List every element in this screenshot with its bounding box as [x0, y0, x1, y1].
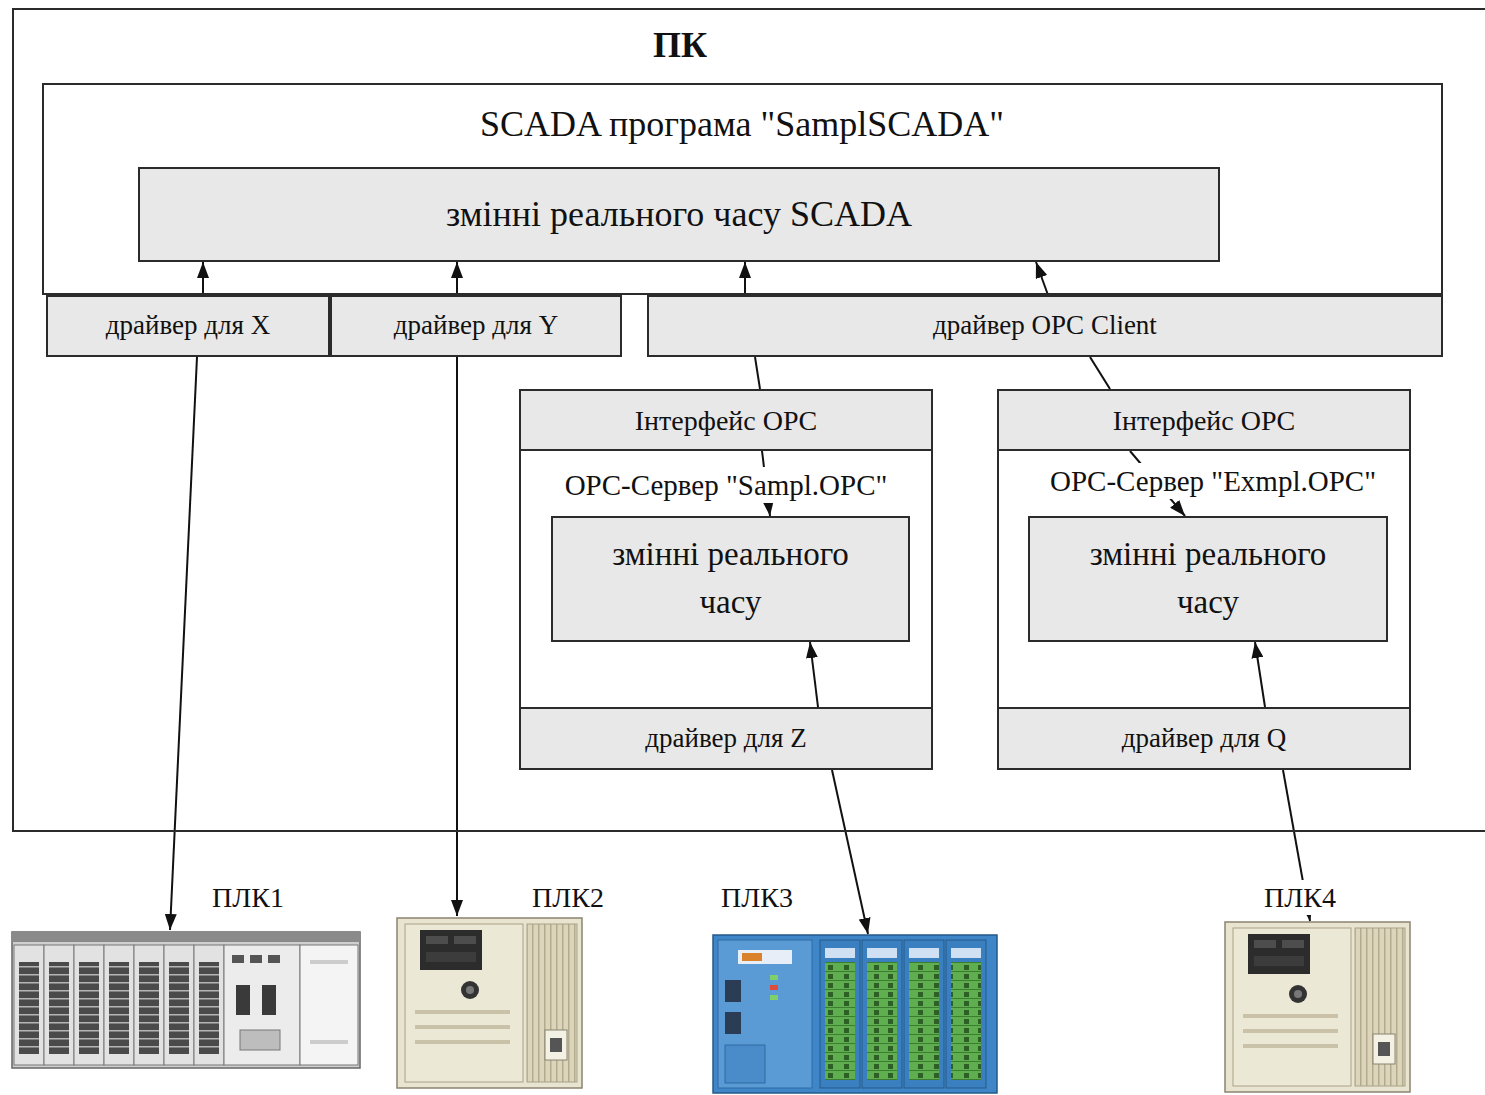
opc-server-box: OPC-Сервер "Sampl.OPC" Інтерфейс OPC змінн…	[519, 389, 933, 770]
node-label: ПЛК4	[1261, 880, 1339, 915]
node-label: OPC-Сервер "Sampl.OPC"	[562, 467, 891, 503]
node-label: ПЛК1	[209, 880, 287, 915]
plc1-illustration	[12, 932, 360, 1068]
opc-server-box: OPC-Сервер "Exmpl.OPC" Інтерфейс OPC змінн…	[997, 389, 1411, 770]
node-label: ПК	[653, 23, 707, 68]
node-label: драйвер для Z	[645, 722, 806, 756]
scada-variables-box: змінні реального часу SCADA	[138, 167, 1220, 262]
plc2-illustration	[397, 918, 582, 1088]
connector-arrow	[744, 262, 746, 295]
server-variables-box: змінні реального часу	[551, 516, 910, 642]
node-label: змінні реального часу SCADA	[446, 192, 912, 237]
opc-client-driver-box: драйвер OPC Client	[647, 295, 1443, 357]
node-label: драйвер для Q	[1122, 722, 1286, 756]
connector-arrow	[810, 642, 818, 707]
driver-box: драйвер для X	[46, 295, 330, 357]
connector-arrow	[1255, 642, 1265, 707]
node-label: ПЛК2	[529, 880, 607, 915]
node-label: ПЛК3	[718, 880, 796, 915]
connector-arrow	[456, 262, 458, 295]
opc-interface-band: Інтерфейс OPC	[997, 389, 1411, 451]
connector-arrow	[456, 357, 458, 916]
node-label: SCADA програма "SamplSCADA"	[480, 102, 1004, 147]
connector-arrow	[1036, 262, 1048, 295]
connector-arrow	[832, 770, 868, 934]
node-label: драйвер для Y	[394, 309, 558, 343]
node-label: драйвер OPC Client	[933, 309, 1157, 343]
driver-band: драйвер для Z	[519, 707, 933, 770]
connector-arrow	[1090, 357, 1110, 389]
plc-device: ПЛК2	[397, 916, 582, 1090]
plc3-illustration	[713, 935, 997, 1093]
pc-frame: ПК SCADA програма "SamplSCADA" змінні реал…	[12, 8, 1485, 832]
driver-band: драйвер для Q	[997, 707, 1411, 770]
node-label: Інтерфейс OPC	[1113, 403, 1295, 438]
node-label: драйвер для X	[106, 309, 270, 343]
server-variables-box: змінні реального часу	[1028, 516, 1388, 642]
plc-device: ПЛК4	[1225, 921, 1410, 1091]
connector-arrow	[202, 262, 204, 295]
connector-arrow	[755, 357, 760, 389]
node-label: OPC-Сервер "Exmpl.OPC"	[1047, 463, 1379, 499]
node-label: змінні реального часу	[1066, 531, 1351, 627]
scada-program-box: SCADA програма "SamplSCADA" змінні реальн…	[42, 83, 1443, 295]
plc-device: ПЛК1	[12, 930, 360, 1070]
opc-interface-band: Інтерфейс OPC	[519, 389, 933, 451]
plc4-illustration	[1225, 922, 1410, 1092]
driver-box: драйвер для Y	[330, 295, 622, 357]
node-label: Інтерфейс OPC	[635, 403, 817, 438]
node-label: змінні реального часу	[588, 531, 873, 627]
plc-device: ПЛК3	[713, 934, 997, 1094]
connector-arrow	[170, 357, 197, 930]
